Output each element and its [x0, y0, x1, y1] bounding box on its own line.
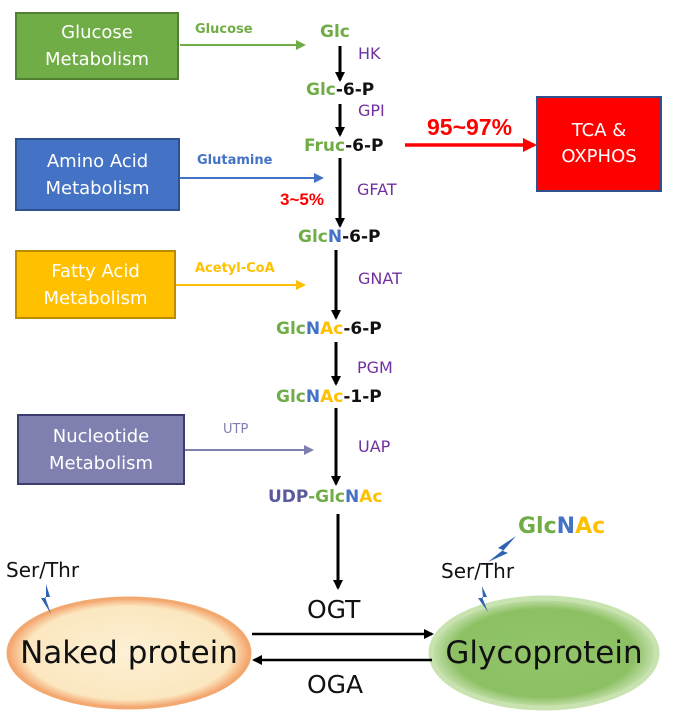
amino-acid-metabolism-box: Amino Acid Metabolism: [15, 138, 180, 211]
amino-acid-metabolism-label: Amino Acid Metabolism: [45, 150, 150, 199]
enzyme-uap: UAP: [358, 437, 391, 456]
enzyme-pgm: PGM: [357, 358, 393, 377]
metabolite-glc: Glc: [320, 22, 350, 42]
enzyme-gnat: GNAT: [358, 269, 402, 288]
metabolite-udp-glcnac: UDP-GlcNAc: [268, 487, 383, 507]
lightning-bolt-left-icon: [41, 584, 51, 614]
glucose-metabolism-label: Glucose Metabolism: [44, 22, 150, 70]
glucose-metabolism-box: Glucose Metabolism: [15, 12, 179, 80]
enzyme-hk: HK: [358, 44, 381, 63]
ser-thr-right-label: Ser/Thr: [441, 559, 515, 583]
ser-thr-left-label: Ser/Thr: [6, 558, 80, 582]
tca-oxphos-box: TCA & OXPHOS: [536, 96, 662, 192]
hbp-percentage: 3~5%: [280, 190, 324, 209]
naked-protein-label: Naked protein: [20, 635, 238, 671]
glycoprotein-ellipse: [428, 595, 660, 711]
glcnac-attached-label: GlcNAc: [518, 514, 606, 539]
metabolite-glc-6-p: Glc-6-P: [306, 80, 375, 100]
metabolite-glcn-6-p: GlcN-6-P: [298, 227, 381, 247]
lightning-bolt-right-upper-icon: [488, 536, 516, 562]
metabolite-glcnac-1-p: GlcNAc-1-P: [276, 387, 382, 407]
naked-protein-ellipse: [6, 596, 252, 710]
tca-percentage: 95~97%: [427, 114, 513, 140]
oga-label: OGA: [307, 670, 364, 699]
glucose-input-label: Glucose: [195, 22, 253, 37]
tca-oxphos-label: TCA & OXPHOS: [561, 120, 637, 167]
acetyl-coa-input-label: Acetyl-CoA: [195, 261, 275, 276]
metabolite-fruc-6-p: Fruc-6-P: [304, 136, 384, 156]
nucleotide-metabolism-box: Nucleotide Metabolism: [17, 414, 185, 485]
enzyme-gpi: GPI: [358, 101, 385, 120]
utp-input-label: UTP: [223, 422, 249, 437]
nucleotide-metabolism-label: Nucleotide Metabolism: [48, 425, 154, 474]
ogt-label: OGT: [307, 595, 361, 624]
enzyme-gfat: GFAT: [357, 180, 397, 199]
fatty-acid-metabolism-label: Fatty Acid Metabolism: [43, 260, 148, 309]
metabolite-glcnac-6-p: GlcNAc-6-P: [276, 319, 382, 339]
glutamine-input-label: Glutamine: [197, 153, 273, 168]
glycoprotein-label: Glycoprotein: [445, 635, 643, 671]
fatty-acid-metabolism-box: Fatty Acid Metabolism: [15, 250, 176, 319]
lightning-bolt-right-lower-icon: [478, 586, 488, 612]
